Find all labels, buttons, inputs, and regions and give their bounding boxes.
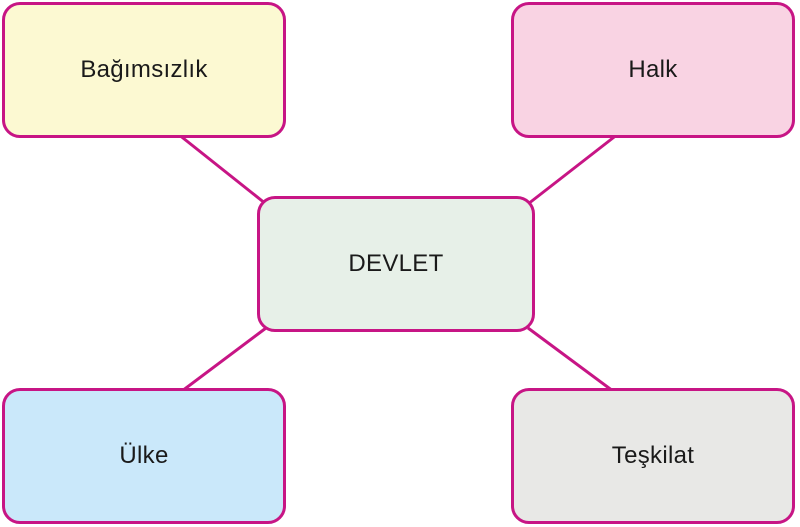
connector-line-top-left: [177, 132, 267, 206]
node-halk-label: Halk: [628, 55, 678, 83]
node-teskilat: Teşkilat: [511, 388, 795, 524]
node-ulke: Ülke: [2, 388, 286, 524]
node-ulke-label: Ülke: [119, 441, 169, 469]
node-devlet-label: DEVLET: [348, 249, 444, 277]
connector-line-bottom-left: [177, 326, 267, 396]
node-devlet-center: DEVLET: [257, 196, 535, 332]
node-halk: Halk: [511, 2, 795, 138]
node-bagimsizlik-label: Bağımsızlık: [80, 55, 208, 83]
connector-line-bottom-right: [527, 326, 618, 396]
node-bagimsizlik: Bağımsızlık: [2, 2, 286, 138]
connector-line-top-right: [527, 132, 619, 206]
node-teskilat-label: Teşkilat: [611, 441, 695, 469]
